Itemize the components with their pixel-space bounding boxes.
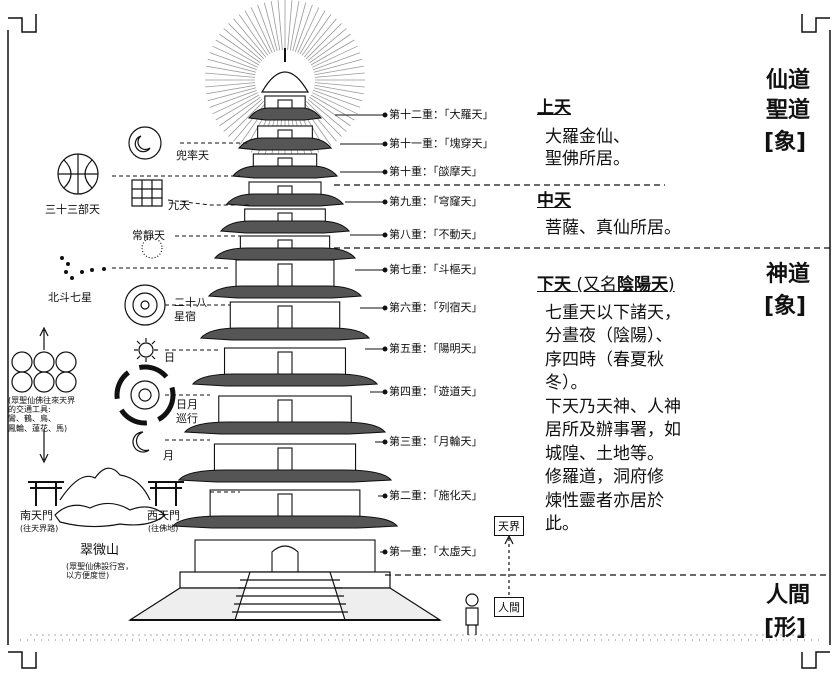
level-dot — [382, 112, 388, 118]
level-dot — [382, 141, 388, 147]
label-jiutian: 九天 — [168, 199, 190, 212]
pagoda-tier — [183, 395, 387, 435]
level-label: 第五重：「陽明天」 — [389, 342, 483, 355]
heading-xiatian-alt: 陰陽天 — [617, 275, 669, 295]
level-dot — [382, 493, 388, 499]
level-label: 第三重：「月輪天」 — [389, 435, 483, 448]
label-renjian: 人間 — [766, 583, 811, 608]
level-dot — [382, 267, 388, 273]
pagoda-tier — [177, 443, 393, 483]
heading-xiatian-suffix: ) — [668, 275, 675, 295]
label-sanshisan: 三十三部天 — [45, 203, 100, 216]
label-changjing: 常靜天 — [132, 229, 165, 242]
level-dot — [382, 549, 388, 555]
label-shengdao: 聖道 — [766, 98, 811, 123]
label-xing: [形] — [764, 616, 807, 641]
level-dot — [382, 346, 388, 352]
label-ri: 日 — [164, 351, 175, 364]
label-riyue: 日月 巡行 — [176, 398, 198, 426]
pagoda-tiers — [171, 48, 399, 575]
box-tianjie: 天界 — [494, 516, 524, 536]
pagoda-tier — [207, 259, 363, 299]
level-dot — [382, 305, 388, 311]
heading-shangtian: 上天 — [537, 98, 571, 118]
level-label: 第一重：「太虛天」 — [389, 545, 483, 558]
dome — [260, 71, 310, 93]
text-zhongtian: 菩薩、真仙所居。 — [545, 218, 681, 238]
label-ershiba: 二十八 星宿 — [174, 296, 207, 324]
pagoda-tier — [225, 181, 345, 207]
level-label: 第九重：「穹窿天」 — [389, 195, 483, 208]
label-xiandao: 仙道 — [766, 68, 811, 93]
frame — [7, 14, 831, 669]
level-dot — [382, 232, 388, 238]
pagoda-tier — [219, 208, 351, 234]
pagoda-tier — [231, 153, 339, 179]
label-shendao: 神道 — [766, 262, 811, 287]
pagoda-tier — [171, 489, 399, 529]
level-label: 第八重：「不動天」 — [389, 228, 483, 241]
label-nantianmen: 南天門 — [20, 509, 53, 522]
level-label: 第二重：「施化天」 — [389, 489, 483, 502]
level-dot — [382, 199, 388, 205]
pagoda-tier — [191, 347, 379, 387]
label-doushuai: 兜率天 — [176, 149, 209, 162]
level-dot — [382, 439, 388, 445]
label-yue: 月 — [163, 449, 174, 462]
level-label: 第十二重：「大羅天」 — [389, 108, 494, 121]
level-label: 第四重：「遊道天」 — [389, 385, 483, 398]
pagoda-tier — [237, 125, 333, 151]
label-nantianmen-sub: (往天界路) — [20, 524, 59, 533]
level-leaders — [335, 112, 388, 555]
level-dot — [382, 169, 388, 175]
label-xitianmen: 西天門 — [147, 509, 180, 522]
heading-xiatian-prefix: (又名 — [576, 275, 618, 295]
level-label: 第十一重：「塊穿天」 — [389, 137, 494, 150]
label-xitianmen-sub: (往佛地) — [148, 524, 179, 533]
text-shangtian: 大羅金仙、 聖佛所居。 — [545, 127, 630, 170]
heading-xiatian: 下天 — [537, 275, 571, 295]
label-transport: (眾聖仙佛往來天界 的交通工具: 鸞、鶴、鳥、 鳳輪、蓮花、馬) — [8, 396, 76, 433]
door — [271, 545, 299, 574]
level-label: 第六重：「列宿天」 — [389, 301, 483, 314]
level-label: 第十重：「燄摩天」 — [389, 165, 483, 178]
label-cuiweishan: 翠微山 — [80, 543, 120, 558]
text-xiatian: 七重天以下諸天， 分晝夜（陰陽）、 序四時（春夏秋 冬）。 下天乃天神、人神 居… — [545, 303, 681, 535]
heading-zhongtian: 中天 — [537, 191, 571, 211]
halo — [205, 0, 365, 160]
left-icons — [11, 126, 820, 641]
level-dot — [382, 389, 388, 395]
left-leaders — [112, 142, 250, 493]
pagoda-tier — [199, 301, 371, 341]
label-beidou: 北斗七星 — [48, 291, 92, 304]
separators — [334, 184, 830, 576]
pagoda-base — [30, 571, 810, 636]
label-xiang-2: [象] — [764, 294, 807, 319]
heading-xiatian-line: 下天 (又名陰陽天) — [537, 277, 675, 294]
level-label: 第七重：「斗樞天」 — [389, 263, 483, 276]
pagoda-tier — [247, 95, 323, 121]
label-cuiweishan-sub: (眾聖仙佛設行宮， 以方便度世) — [66, 562, 134, 581]
box-renjian: 人間 — [494, 597, 524, 617]
label-xiang-1: [象] — [764, 130, 807, 155]
pagoda-tier — [213, 235, 357, 261]
